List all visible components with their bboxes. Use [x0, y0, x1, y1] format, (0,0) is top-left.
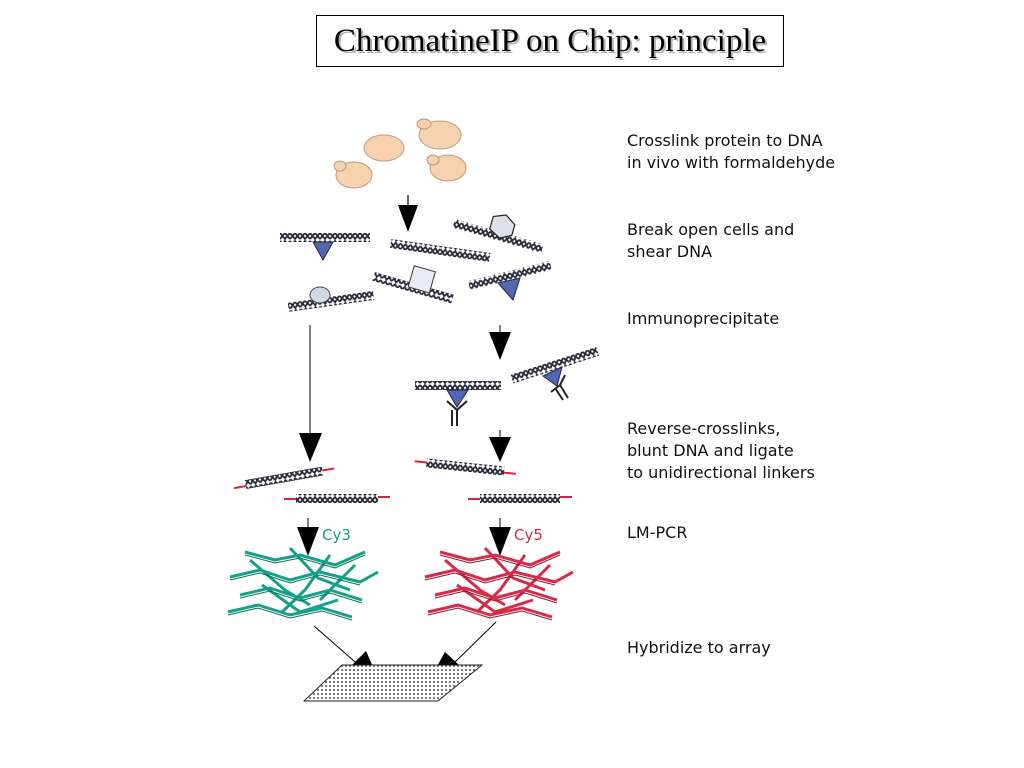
dna-fragment — [280, 233, 370, 262]
step-line: Break open cells and — [627, 220, 795, 239]
step-line: Hybridize to array — [627, 638, 771, 657]
arrow-pcr-right — [489, 518, 511, 556]
antibody-icon — [550, 374, 569, 401]
dna-fragment — [415, 381, 501, 390]
yeast-cell — [363, 134, 405, 162]
arrow-reverse-crosslink — [489, 430, 511, 462]
microarray — [302, 664, 484, 702]
step-crosslink: Crosslink protein to DNA in vivo with fo… — [627, 130, 835, 174]
dna-fragment — [390, 239, 491, 262]
step-lm-pcr: LM-PCR — [627, 522, 687, 544]
dna-fragment — [452, 214, 544, 254]
cy3-label: Cy3 — [322, 526, 351, 544]
dna-fragment — [510, 347, 599, 384]
protein-triangle — [542, 366, 563, 387]
protein-circle — [309, 286, 331, 304]
slide-title: ChromatineIP on Chip: principle — [333, 22, 767, 59]
sheared-chromatin — [280, 214, 552, 312]
protein-triangle — [446, 389, 469, 408]
yeast-cell — [426, 154, 467, 182]
protein-hexagon — [489, 214, 516, 239]
arrow-input — [299, 325, 322, 462]
cy5-amplified-dna — [424, 546, 574, 619]
linker-fragments-ip — [414, 458, 572, 503]
dna-fragment — [287, 290, 375, 312]
step-hybridize: Hybridize to array — [627, 637, 771, 659]
step-line: LM-PCR — [627, 523, 688, 542]
title-box: ChromatineIP on Chip: principle — [316, 15, 784, 67]
cy3-helix-detail — [227, 554, 366, 621]
yeast-cell — [416, 118, 462, 150]
yeast-cell — [333, 160, 373, 189]
linker-fragments-input — [233, 466, 390, 503]
step-immunoprecipitate: Immunoprecipitate — [627, 308, 779, 330]
cy5-label: Cy5 — [514, 526, 543, 544]
arrow-pcr-left — [297, 518, 319, 556]
dna-fragment — [372, 265, 454, 304]
antibody-icon — [446, 400, 468, 426]
step-reverse-crosslink: Reverse-crosslinks, blunt DNA and ligate… — [627, 418, 815, 484]
immunoprecipitated-chromatin — [415, 347, 599, 426]
step-shear: Break open cells and shear DNA — [627, 219, 794, 263]
arrow-immunoprecipitate — [489, 325, 511, 360]
step-line: Immunoprecipitate — [627, 309, 780, 328]
step-line: blunt DNA and ligate — [627, 441, 794, 460]
protein-square — [407, 265, 436, 294]
cy5-helix-detail — [424, 554, 561, 621]
arrow-shear — [398, 195, 418, 232]
dna-fragment — [468, 260, 552, 291]
step-line: to unidirectional linkers — [627, 463, 815, 482]
protein-triangle — [312, 241, 334, 262]
step-line: Crosslink protein to DNA — [627, 131, 823, 150]
step-line: in vivo with formaldehyde — [627, 153, 836, 172]
yeast-cells — [333, 118, 467, 189]
protein-triangle — [497, 277, 521, 301]
step-line: shear DNA — [627, 242, 713, 261]
step-line: Reverse-crosslinks, — [627, 419, 781, 438]
